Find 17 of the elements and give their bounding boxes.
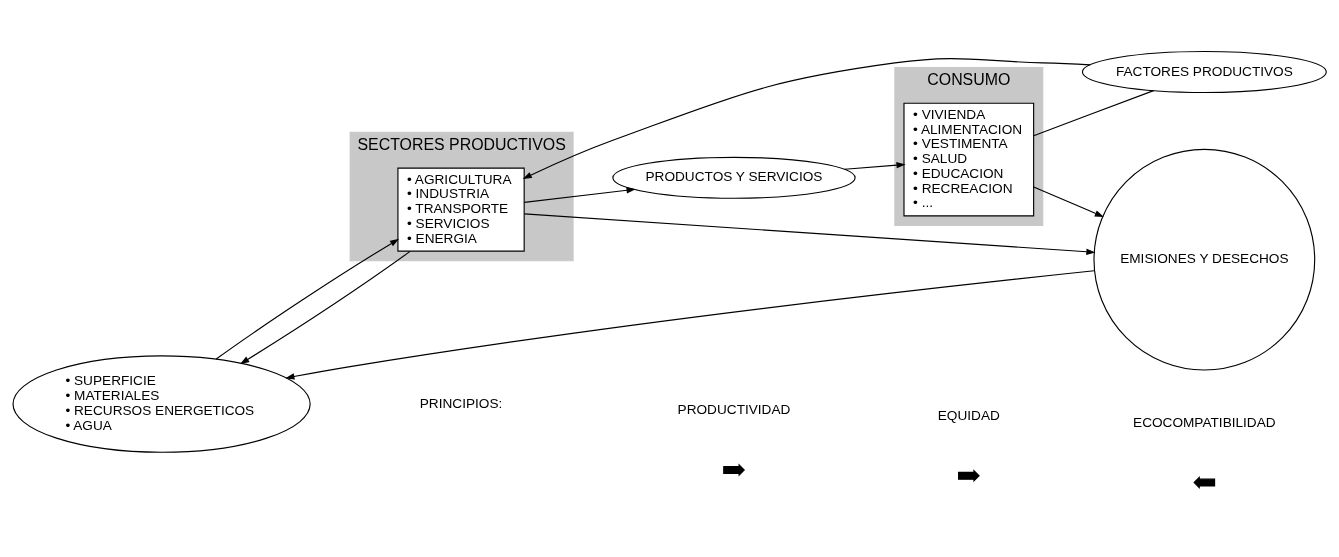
arrow xyxy=(1033,185,1104,217)
legend-label: EQUIDAD xyxy=(937,407,1000,423)
arrow xyxy=(523,186,636,203)
arrow xyxy=(523,212,1096,255)
arrow xyxy=(240,250,411,364)
node-ellipse: FACTORES PRODUCTIVOS xyxy=(1081,50,1327,93)
label: PRINCIPIOS: xyxy=(419,395,503,411)
arrow xyxy=(215,238,400,360)
node-box: • VIVIENDA • ALIMENTACION • VESTIMENTA • SALUD • EDUCACION • RECREACION • ... xyxy=(903,102,1035,216)
connector xyxy=(1033,89,1155,136)
node-ellipse: PRODUCTOS Y SERVICIOS xyxy=(612,156,856,199)
arrow xyxy=(285,269,1095,380)
arrow xyxy=(843,161,906,170)
legend-label: ECOCOMPATIBILIDAD xyxy=(1133,414,1276,430)
legend-label: PRODUCTIVIDAD xyxy=(677,401,791,417)
arrow xyxy=(522,57,1091,179)
node-box: • AGRICULTURA • INDUSTRIA • TRANSPORTE • SERVICIOS • ENERGIA xyxy=(397,167,525,252)
